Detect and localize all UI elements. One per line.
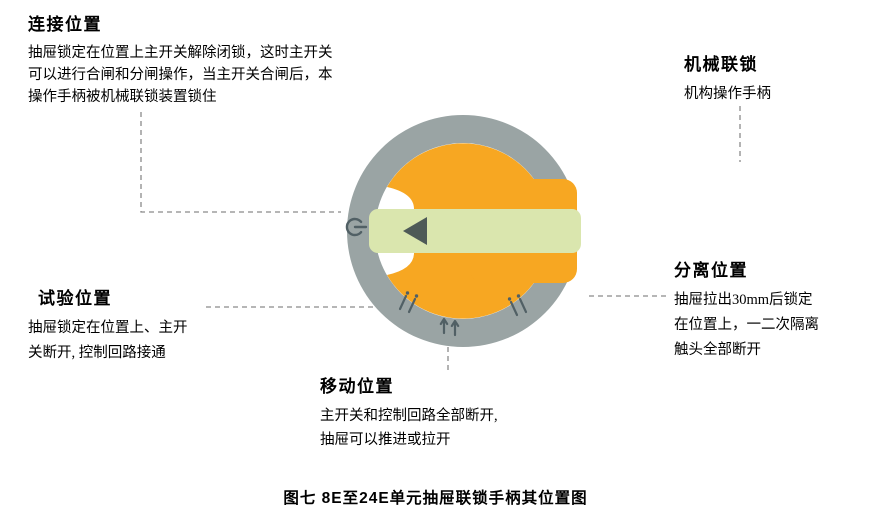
interlock-dial	[345, 115, 581, 347]
move-title: 移动位置	[320, 377, 394, 396]
connection-title: 连接位置	[28, 15, 102, 34]
separation-line-2: 在位置上，一二次隔离	[674, 317, 819, 333]
separation-title: 分离位置	[674, 261, 748, 280]
mechanical-line-1: 机构操作手柄	[684, 86, 771, 102]
label-mechanical-interlock: 机械联锁 机构操作手柄	[684, 50, 771, 106]
label-test-position: 试验位置 抽屉锁定在位置上、主开 关断开, 控制回路接通	[28, 284, 188, 366]
test-position-icon	[398, 291, 419, 314]
pointer-triangle-icon	[403, 217, 427, 245]
connection-line-1: 抽屉锁定在位置上主开关解除闭锁，这时主开关	[28, 45, 333, 61]
label-connection-position: 连接位置 抽屉锁定在位置上主开关解除闭锁，这时主开关 可以进行合闸和分闸操作，当…	[28, 10, 333, 108]
label-separation-position: 分离位置 抽屉拉出30mm后锁定 在位置上，一二次隔离 触头全部断开	[674, 256, 819, 363]
test-title: 试验位置	[38, 289, 112, 308]
mechanical-title: 机械联锁	[684, 55, 758, 74]
separation-line-3: 触头全部断开	[674, 342, 761, 358]
connection-line-2: 可以进行合闸和分闸操作，当主开关合闸后，本	[28, 67, 333, 83]
move-position-icon	[439, 317, 460, 337]
connector-lines	[140, 106, 741, 374]
move-line-1: 主开关和控制回路全部断开,	[320, 408, 498, 424]
separation-position-icon	[507, 294, 528, 317]
separation-line-1: 抽屉拉出30mm后锁定	[674, 292, 813, 308]
dial-channel	[369, 209, 581, 253]
label-move-position: 移动位置 主开关和控制回路全部断开, 抽屉可以推进或拉开	[320, 372, 498, 452]
move-line-2: 抽屉可以推进或拉开	[320, 432, 451, 448]
power-icon	[345, 217, 368, 237]
test-line-2: 关断开, 控制回路接通	[28, 345, 166, 361]
figure-caption: 图七 8E至24E单元抽屉联锁手柄其位置图	[283, 490, 588, 507]
connection-line-3: 操作手柄被机械联锁装置锁住	[28, 89, 217, 105]
test-line-1: 抽屉锁定在位置上、主开	[28, 320, 188, 336]
connection-connector-line	[140, 112, 341, 213]
